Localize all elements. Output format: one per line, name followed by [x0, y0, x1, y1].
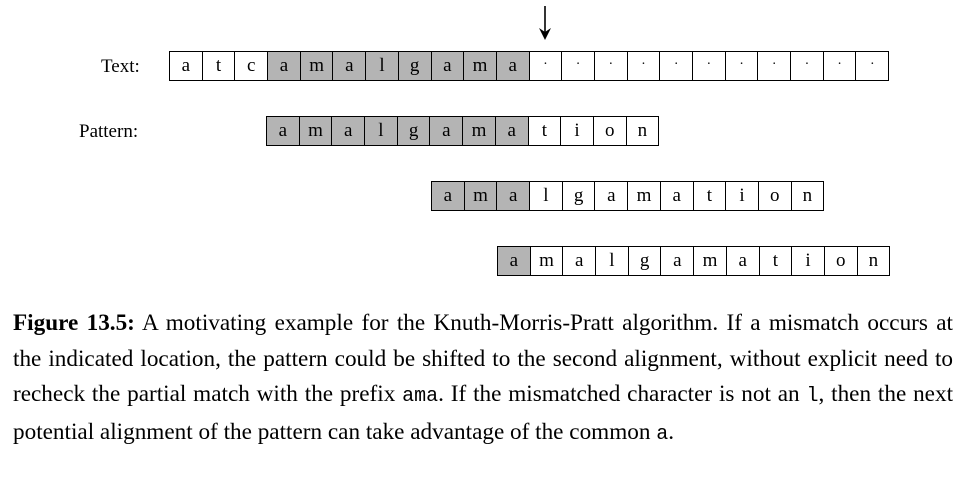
pattern-2-cell-2: a	[497, 182, 531, 210]
pattern-2-cell-4: g	[563, 182, 596, 210]
pattern-1-cell-4: g	[397, 117, 431, 145]
pattern-2-cell-11: n	[792, 182, 825, 210]
pattern-2-cell-8: t	[694, 182, 727, 210]
pattern-3-cell-4: g	[629, 247, 662, 275]
caption-code-l: l	[806, 385, 819, 408]
caption-text-4: .	[668, 418, 675, 445]
figure-caption: Figure 13.5: A motivating example for th…	[13, 306, 953, 452]
text-cell-19: ·	[791, 52, 824, 80]
text-cell-3: a	[268, 52, 301, 80]
pattern-1-cell-11: n	[627, 117, 660, 145]
text-cell-7: g	[398, 52, 432, 80]
pattern-2-cell-1: m	[464, 182, 498, 210]
text-cell-12: ·	[562, 52, 595, 80]
caption-code-a: a	[656, 422, 669, 446]
caption-code-ama: ama	[402, 385, 439, 408]
caption-text-1: A motivating example for the Knuth-Morri…	[13, 310, 953, 407]
pattern-2-cell-5: a	[595, 182, 629, 210]
pattern-1-cell-9: i	[561, 117, 594, 145]
pattern-3-cell-11: n	[858, 247, 891, 275]
pattern-1-cell-2: a	[332, 117, 366, 145]
pattern-3-cell-0: a	[498, 247, 531, 275]
caption-label: Figure 13.5:	[13, 310, 135, 336]
text-cell-15: ·	[660, 52, 693, 80]
pattern-3-cell-10: o	[825, 247, 858, 275]
text-cell-1: t	[203, 52, 236, 80]
pattern-3-cell-6: m	[694, 247, 727, 275]
text-cell-13: ·	[595, 52, 628, 80]
text-cell-10: a	[496, 52, 530, 80]
pattern-2-cell-6: m	[628, 182, 661, 210]
text-cell-2: c	[235, 52, 269, 80]
text-cell-18: ·	[758, 52, 792, 80]
text-cell-8: a	[431, 52, 465, 80]
text-cell-14: ·	[628, 52, 661, 80]
text-cell-5: a	[333, 52, 367, 80]
pattern-2-cell-9: i	[726, 182, 759, 210]
pattern-3-cell-9: i	[792, 247, 825, 275]
text-cell-16: ·	[693, 52, 726, 80]
pattern-2-cell-7: a	[661, 182, 694, 210]
pattern-3-cell-3: l	[596, 247, 629, 275]
caption-text-2: . If the mismatched character is not an	[438, 381, 807, 407]
text-cell-9: m	[464, 52, 497, 80]
text-cell-21: ·	[856, 52, 890, 80]
pattern-1-cell-8: t	[529, 117, 562, 145]
pattern-1-cell-3: l	[365, 117, 398, 145]
pattern-row-label: Pattern:	[79, 121, 139, 142]
pattern-1-cell-7: a	[495, 117, 529, 145]
pattern-1-cell-5: a	[430, 117, 464, 145]
pattern-2-cell-10: o	[759, 182, 792, 210]
pattern-3-cell-2: a	[563, 247, 597, 275]
pattern-3-cell-1: m	[531, 247, 564, 275]
pattern-1-cell-6: m	[463, 117, 496, 145]
pattern-3-cell-7: a	[727, 247, 760, 275]
text-cell-6: l	[366, 52, 399, 80]
pattern-1-cell-1: m	[299, 117, 333, 145]
text-cell-17: ·	[726, 52, 759, 80]
text-row-label: Text:	[101, 56, 140, 77]
caption-text-3: , then the next potential alignment of t…	[13, 381, 954, 445]
pattern-2-cell-3: l	[530, 182, 563, 210]
text-cell-4: m	[300, 52, 334, 80]
text-cell-20: ·	[824, 52, 857, 80]
text-cell-0: a	[170, 52, 203, 80]
pattern-1-cell-0: a	[267, 117, 300, 145]
text-cell-11: ·	[530, 52, 563, 80]
pattern-3-cell-5: a	[661, 247, 695, 275]
down-arrow-icon	[539, 6, 551, 40]
pattern-2-cell-0: a	[432, 182, 465, 210]
pattern-3-cell-8: t	[760, 247, 793, 275]
pattern-1-cell-10: o	[594, 117, 627, 145]
